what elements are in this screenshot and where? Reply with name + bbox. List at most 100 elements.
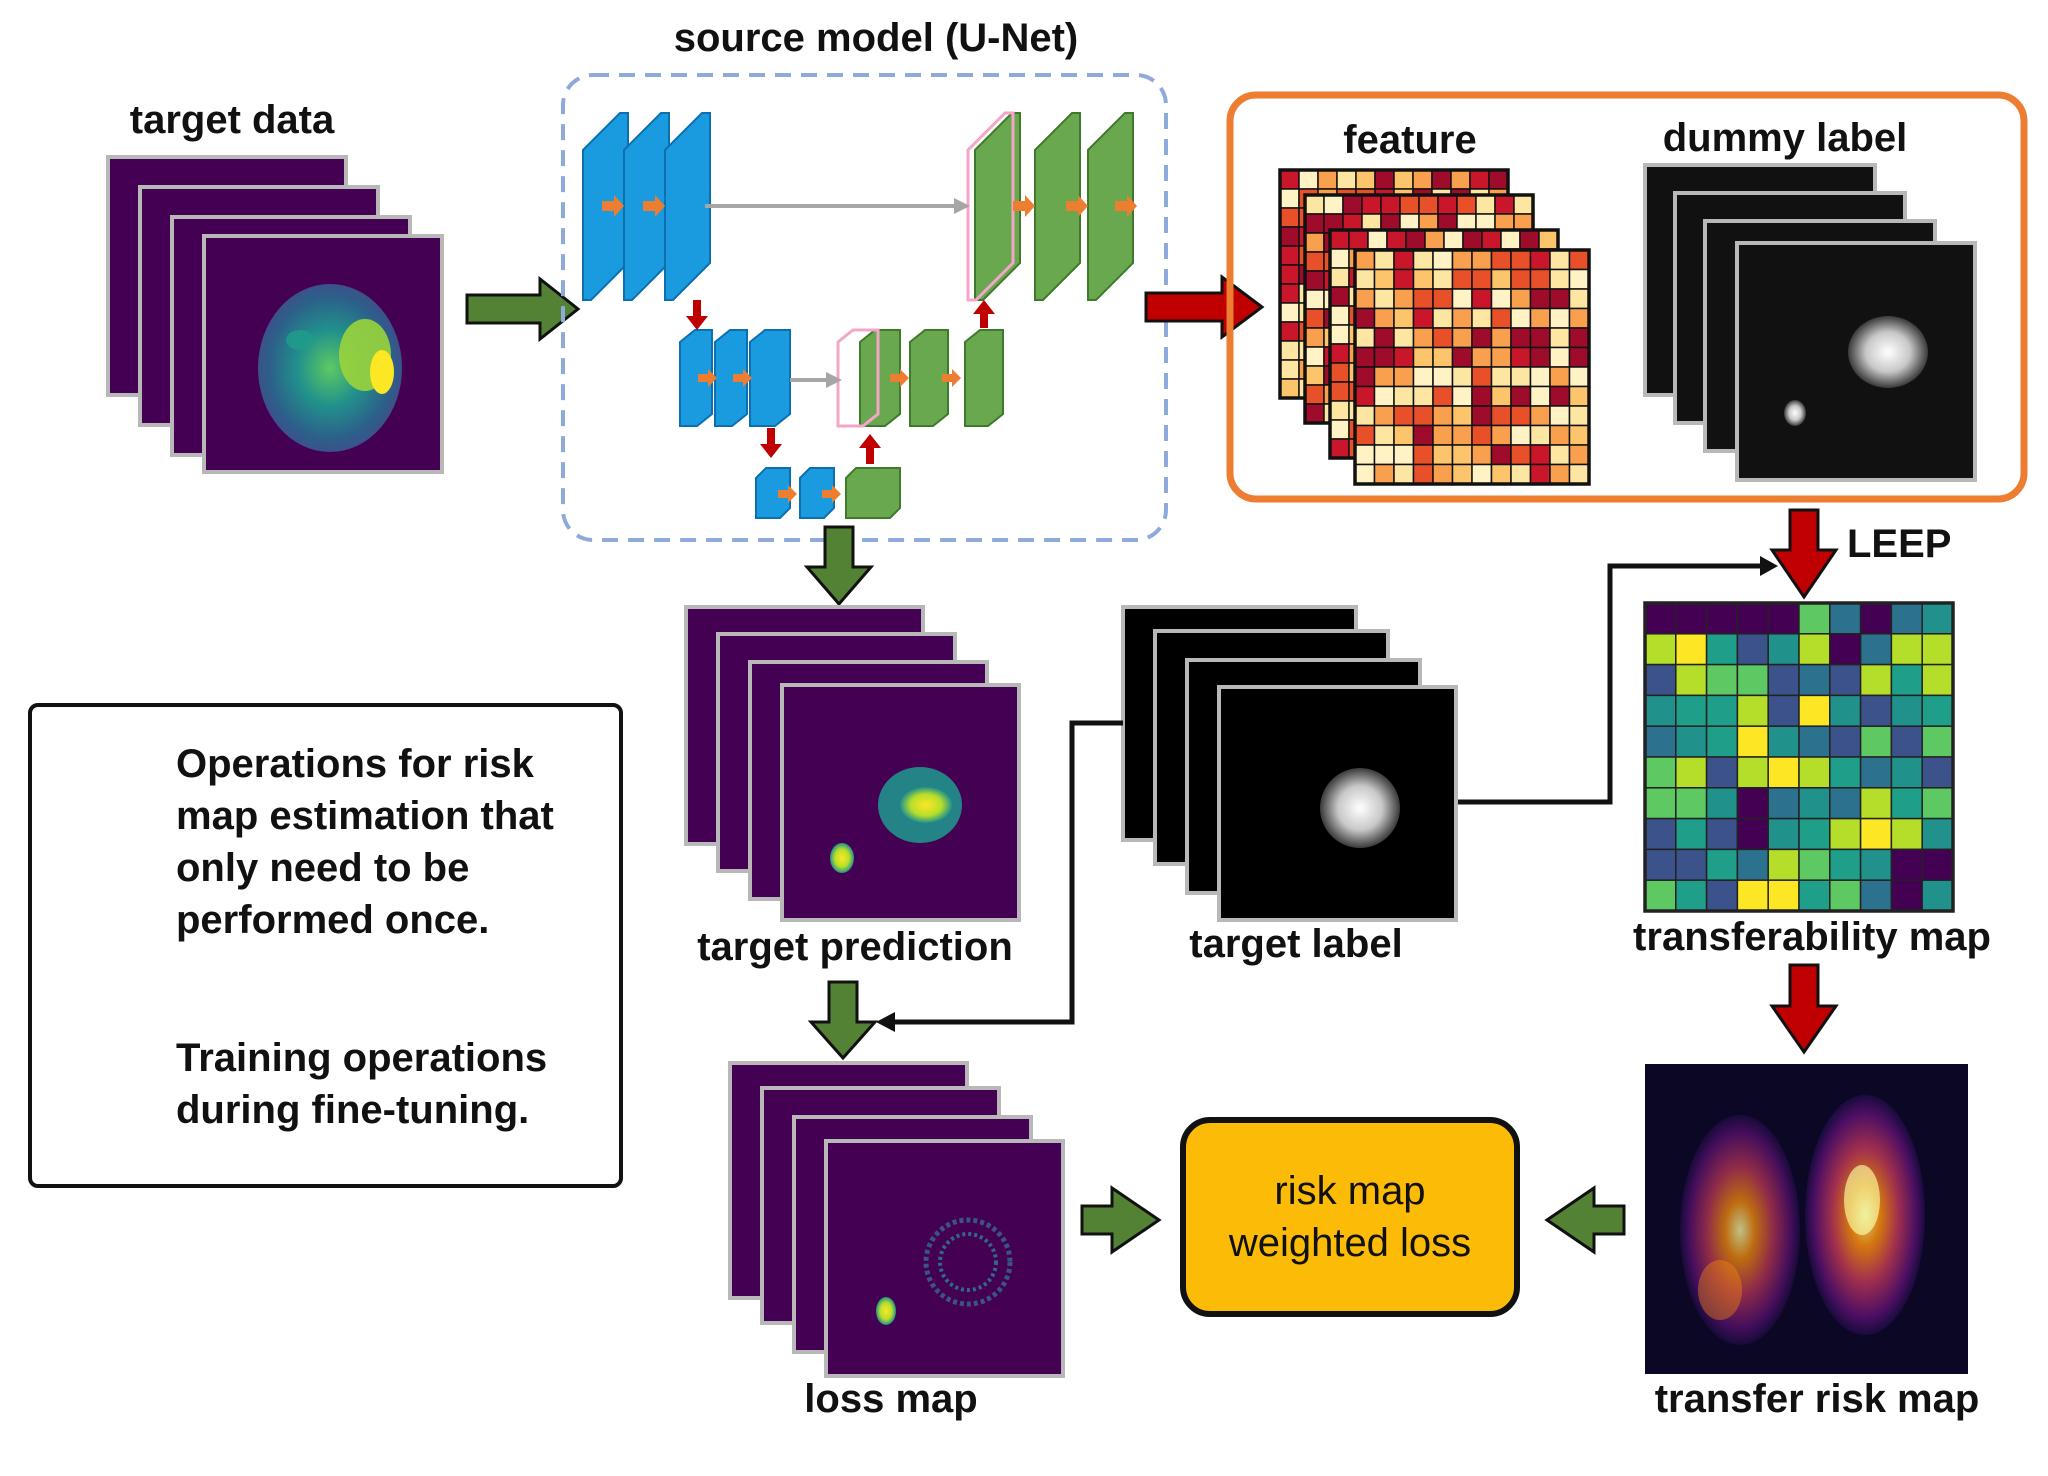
grid-cell bbox=[1451, 346, 1473, 368]
grid-cell bbox=[1412, 288, 1434, 310]
grid-cell bbox=[1304, 289, 1325, 310]
grid-cell bbox=[1767, 725, 1800, 758]
grid-cell bbox=[1568, 249, 1590, 271]
grid-cell bbox=[1529, 288, 1551, 310]
grid-cell bbox=[1304, 308, 1325, 329]
grid-cell bbox=[1348, 229, 1369, 250]
grid-cell bbox=[1705, 879, 1739, 912]
grid-cell bbox=[1329, 229, 1350, 250]
unet-diagram bbox=[561, 73, 1168, 542]
grid-cell bbox=[1568, 444, 1590, 466]
grid-cell bbox=[1568, 307, 1590, 329]
grid-cell bbox=[1549, 307, 1571, 329]
grid-cell bbox=[1373, 327, 1395, 349]
red-arrow-icon bbox=[1769, 508, 1839, 600]
grid-cell bbox=[1471, 346, 1493, 368]
grid-cell bbox=[1549, 385, 1571, 407]
grid-cell bbox=[1510, 444, 1532, 466]
grid-cell bbox=[1298, 169, 1319, 190]
dummy-label-stack bbox=[1643, 163, 1977, 482]
grid-cell bbox=[1490, 405, 1512, 427]
grid-cell bbox=[1412, 385, 1434, 407]
grid-cell bbox=[1549, 346, 1571, 368]
grid-cell bbox=[1675, 694, 1708, 727]
grid-cell bbox=[1490, 424, 1512, 446]
grid-cell bbox=[1304, 270, 1325, 291]
grid-cell bbox=[1342, 194, 1363, 215]
legend-red-line: map estimation that bbox=[176, 794, 554, 838]
grid-cell bbox=[1329, 305, 1350, 326]
grid-cell bbox=[1798, 817, 1831, 851]
grid-cell bbox=[1921, 725, 1954, 758]
grid-cell bbox=[1705, 663, 1739, 697]
target-label-stack bbox=[1121, 605, 1458, 922]
grid-cell bbox=[1675, 725, 1708, 758]
grid-cell bbox=[1354, 288, 1376, 310]
grid-cell bbox=[1798, 725, 1831, 758]
grid-cell bbox=[1568, 327, 1590, 349]
grid-cell bbox=[1798, 787, 1831, 820]
grid-cell bbox=[1393, 327, 1415, 349]
grid-cell bbox=[1921, 602, 1954, 635]
grid-cell bbox=[1568, 405, 1590, 427]
target-data-stack bbox=[106, 155, 444, 474]
grid-cell bbox=[1412, 327, 1434, 349]
brain-mri-image bbox=[258, 284, 402, 452]
grid-cell bbox=[1798, 602, 1831, 635]
grid-cell bbox=[1568, 268, 1590, 290]
grid-cell bbox=[1675, 787, 1708, 820]
grid-cell bbox=[1890, 725, 1923, 758]
grid-cell bbox=[1859, 602, 1893, 635]
grid-cell bbox=[1921, 787, 1954, 820]
grid-cell bbox=[1859, 725, 1893, 758]
grid-cell bbox=[1304, 251, 1325, 272]
grid-cell bbox=[1513, 194, 1534, 215]
grid-cell bbox=[1644, 817, 1677, 851]
grid-cell bbox=[1471, 327, 1493, 349]
green-arrow-icon bbox=[803, 525, 875, 607]
grid-cell bbox=[1451, 424, 1473, 446]
grid-cell bbox=[1798, 848, 1831, 881]
grid-cell bbox=[1354, 346, 1376, 368]
grid-cell bbox=[1859, 879, 1893, 912]
feature-highlight-box bbox=[1226, 91, 2028, 503]
grid-cell bbox=[1568, 366, 1590, 388]
loss-map-stack bbox=[728, 1061, 1065, 1378]
grid-cell bbox=[1469, 169, 1490, 190]
grid-cell bbox=[1510, 346, 1532, 368]
grid-cell bbox=[1921, 633, 1954, 666]
grid-cell bbox=[1568, 424, 1590, 446]
grid-cell bbox=[1373, 463, 1395, 485]
grid-cell bbox=[1361, 194, 1382, 215]
grid-cell bbox=[1829, 879, 1862, 912]
grid-cell bbox=[1644, 848, 1677, 881]
grid-cell bbox=[1462, 229, 1483, 250]
dummy-label-label: dummy label bbox=[1662, 116, 1908, 160]
grid-cell bbox=[1798, 756, 1831, 789]
grid-cell bbox=[1373, 268, 1395, 290]
grid-cell bbox=[1921, 817, 1954, 851]
grid-cell bbox=[1890, 694, 1923, 727]
grid-cell bbox=[1736, 725, 1769, 758]
grid-cell bbox=[1374, 169, 1395, 190]
grid-cell bbox=[1490, 346, 1512, 368]
grid-cell bbox=[1304, 232, 1325, 253]
grid-cell bbox=[1549, 405, 1571, 427]
grid-cell bbox=[1500, 229, 1521, 250]
grid-cell bbox=[1767, 756, 1800, 789]
grid-cell bbox=[1373, 249, 1395, 271]
risk-box-line-2: weighted loss bbox=[1228, 1221, 1472, 1265]
legend-red-description: Operations for risk map estimation that … bbox=[176, 738, 554, 946]
grid-cell bbox=[1644, 633, 1677, 666]
grid-cell bbox=[1490, 268, 1512, 290]
grid-cell bbox=[1432, 327, 1454, 349]
grid-cell bbox=[1451, 307, 1473, 329]
grid-cell bbox=[1354, 444, 1376, 466]
grid-cell bbox=[1859, 787, 1893, 820]
grid-cell bbox=[1304, 194, 1325, 215]
grid-cell bbox=[1767, 633, 1800, 666]
grid-cell bbox=[1921, 756, 1954, 789]
grid-cell bbox=[1431, 169, 1452, 190]
grid-cell bbox=[1412, 444, 1434, 466]
grid-cell bbox=[1393, 385, 1415, 407]
